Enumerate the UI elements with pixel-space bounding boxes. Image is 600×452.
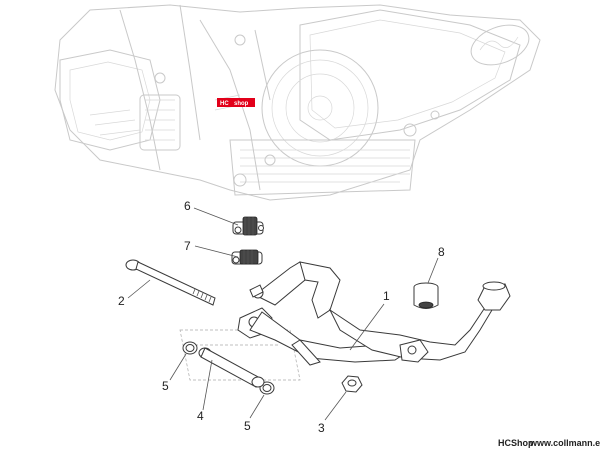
badge-left-text: HC xyxy=(220,101,229,107)
callout-5-right: 5 xyxy=(244,419,251,433)
callout-3: 3 xyxy=(318,421,325,435)
callout-7: 7 xyxy=(184,239,191,253)
callout-labels: 6 7 2 1 8 5 4 5 3 xyxy=(118,199,445,435)
washer-part-5-right xyxy=(259,381,275,395)
callout-4: 4 xyxy=(197,409,204,423)
callout-8: 8 xyxy=(438,245,445,259)
hcshop-badge: HC shop xyxy=(217,98,255,107)
spring-part-7 xyxy=(231,249,263,265)
assembly-guides xyxy=(179,329,301,381)
bolt-part-2 xyxy=(125,259,216,306)
callout-6: 6 xyxy=(184,199,191,213)
washer-part-5-left xyxy=(182,341,198,355)
callout-2: 2 xyxy=(118,294,125,308)
badge-right-text: shop xyxy=(234,101,249,107)
spring-part-6 xyxy=(232,216,264,236)
centre-stand-part-1 xyxy=(237,261,511,366)
nut-part-3 xyxy=(341,375,363,393)
pin-part-4 xyxy=(198,347,265,388)
engine-background xyxy=(54,4,541,201)
callout-5-left: 5 xyxy=(162,379,169,393)
footer-site: www.collmann.eu xyxy=(529,438,600,448)
leader-lines xyxy=(127,207,439,421)
callout-1: 1 xyxy=(383,289,390,303)
footer: HCShop www.collmann.eu xyxy=(498,438,600,448)
bumper-part-8 xyxy=(413,282,439,309)
footer-shop: HCShop xyxy=(498,438,534,448)
